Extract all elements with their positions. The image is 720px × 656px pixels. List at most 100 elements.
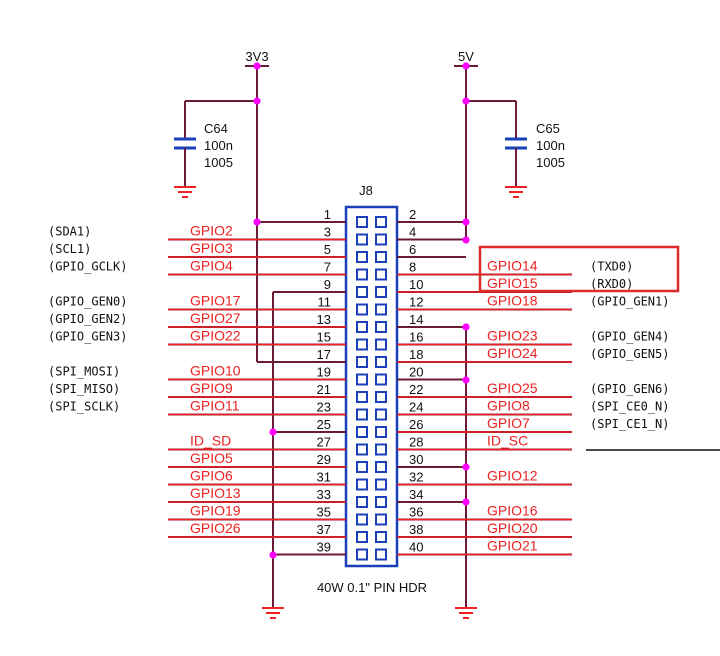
cap-value-c64: 100n	[204, 138, 233, 153]
rail-label-5v: 5V	[458, 49, 474, 64]
pin-socket-35	[356, 513, 368, 526]
function-label-7: (GPIO_GCLK)	[48, 260, 127, 274]
pin-socket-26	[375, 426, 387, 438]
net-label-gpio2: GPIO2	[190, 223, 233, 239]
pin-socket-19	[356, 373, 368, 386]
pin-socket-23	[356, 408, 368, 421]
junction-dots	[253, 62, 470, 559]
function-label-13: (GPIO_GEN2)	[48, 312, 127, 326]
net-label-gpio16: GPIO16	[487, 503, 538, 519]
function-label-26: (SPI_CE1_N)	[590, 417, 669, 431]
capacitor-c64	[174, 101, 196, 187]
net-label-id-sc: ID_SC	[487, 433, 528, 449]
pin-socket-32	[375, 478, 387, 491]
pin-number-29: 29	[317, 452, 331, 467]
pin-number-23: 23	[317, 400, 331, 415]
pin-socket-25	[356, 426, 368, 438]
pin-socket-21	[356, 391, 368, 403]
pin-number-4: 4	[409, 225, 416, 240]
pin-number-18: 18	[409, 347, 423, 362]
net-label-gpio15: GPIO15	[487, 275, 538, 291]
pin-socket-20	[375, 373, 387, 386]
net-label-gpio13: GPIO13	[190, 485, 241, 501]
pin-number-37: 37	[317, 522, 331, 537]
pin-number-17: 17	[317, 347, 331, 362]
header-description: 40W 0.1" PIN HDR	[317, 580, 427, 595]
pin-socket-6	[375, 251, 387, 263]
pin-number-7: 7	[324, 260, 331, 275]
net-label-id-sd: ID_SD	[190, 433, 231, 449]
junction-dot-power	[253, 62, 261, 70]
function-label-11: (GPIO_GEN0)	[48, 295, 127, 309]
function-label-12: (GPIO_GEN1)	[590, 295, 669, 309]
net-label-gpio8: GPIO8	[487, 398, 530, 414]
pin-socket-40	[375, 548, 387, 561]
net-label-gpio3: GPIO3	[190, 240, 233, 256]
pin-socket-8	[375, 268, 387, 281]
net-label-gpio22: GPIO22	[190, 328, 241, 344]
pin-number-14: 14	[409, 312, 423, 327]
pin-number-36: 36	[409, 505, 423, 520]
pin-number-19: 19	[317, 365, 331, 380]
function-label-16: (GPIO_GEN4)	[590, 330, 669, 344]
pin-socket-37	[356, 531, 368, 543]
pin-socket-31	[356, 478, 368, 491]
pin-number-12: 12	[409, 295, 423, 310]
net-label-gpio9: GPIO9	[190, 380, 233, 396]
pin-rows: 13GPIO2(SDA1)5GPIO3(SCL1)7GPIO4(GPIO_GCL…	[48, 207, 680, 561]
junction-dot-ground	[462, 323, 470, 331]
function-label-22: (GPIO_GEN6)	[590, 382, 669, 396]
cap-package-c64: 1005	[204, 155, 233, 170]
pin-number-22: 22	[409, 382, 423, 397]
pin-socket-17	[356, 356, 368, 368]
pin-number-38: 38	[409, 522, 423, 537]
function-label-10: (RXD0)	[590, 277, 633, 291]
pin-number-28: 28	[409, 435, 423, 450]
function-label-5: (SCL1)	[48, 242, 91, 256]
pin-socket-13	[356, 321, 368, 333]
net-label-gpio19: GPIO19	[190, 503, 241, 519]
pin-number-10: 10	[409, 277, 423, 292]
function-label-8: (TXD0)	[590, 260, 633, 274]
function-label-24: (SPI_CE0_N)	[590, 400, 669, 414]
pin-socket-39	[356, 548, 368, 561]
junction-dot-power	[253, 218, 261, 226]
pin-number-3: 3	[324, 225, 331, 240]
net-label-gpio18: GPIO18	[487, 293, 538, 309]
function-label-23: (SPI_SCLK)	[48, 400, 120, 414]
pin-number-33: 33	[317, 487, 331, 502]
junction-dot-ground	[269, 428, 277, 436]
function-label-18: (GPIO_GEN5)	[590, 347, 669, 361]
pin-number-8: 8	[409, 260, 416, 275]
junction-dot-power	[462, 218, 470, 226]
pin-socket-5	[356, 251, 368, 263]
net-label-gpio27: GPIO27	[190, 310, 241, 326]
net-label-gpio12: GPIO12	[487, 468, 538, 484]
highlight-box	[478, 245, 680, 293]
rail-label-3v3: 3V3	[245, 49, 268, 64]
net-label-gpio10: GPIO10	[190, 363, 241, 379]
pin-number-20: 20	[409, 365, 423, 380]
pin-number-35: 35	[317, 505, 331, 520]
pin-number-15: 15	[317, 330, 331, 345]
junction-dot-power	[462, 62, 470, 70]
pin-socket-28	[375, 443, 387, 456]
function-label-3: (SDA1)	[48, 225, 91, 239]
pin-number-26: 26	[409, 417, 423, 432]
capacitor-c65	[505, 101, 527, 187]
net-label-gpio14: GPIO14	[487, 258, 538, 274]
pin-socket-24	[375, 408, 387, 421]
pin-number-34: 34	[409, 487, 423, 502]
function-label-21: (SPI_MISO)	[48, 382, 120, 396]
pin-socket-11	[356, 303, 368, 316]
pin-number-5: 5	[324, 242, 331, 257]
net-label-gpio6: GPIO6	[190, 468, 233, 484]
cap-ref-c64: C64	[204, 121, 228, 136]
pin-socket-3	[356, 233, 368, 246]
pin-socket-29	[356, 461, 368, 473]
pin-socket-9	[356, 286, 368, 298]
pin-number-32: 32	[409, 470, 423, 485]
pin-socket-22	[375, 391, 387, 403]
pin-number-31: 31	[317, 470, 331, 485]
